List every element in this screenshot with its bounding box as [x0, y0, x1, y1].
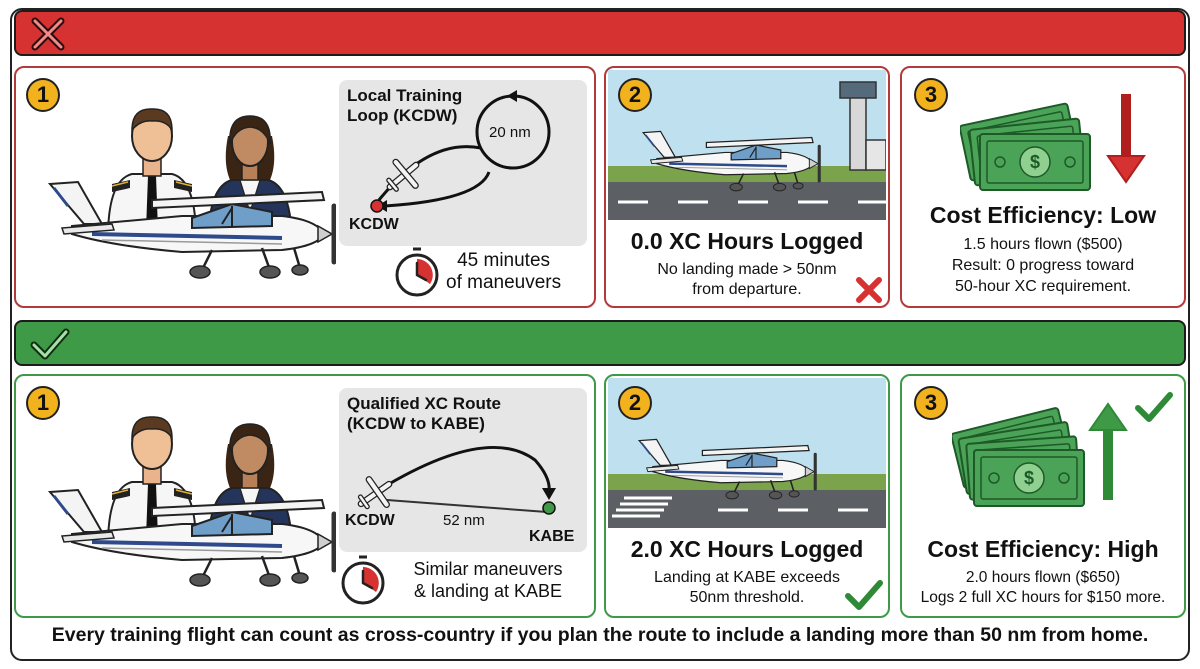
xc-hours-heading: 0.0 XC Hours Logged	[630, 228, 864, 254]
good-step1-panel: 1 Qualified XC Route (KCDW to KABE) KCDW…	[14, 374, 596, 618]
bad-example-banner	[14, 10, 1186, 56]
step-number-badge: 3	[914, 386, 948, 420]
step-number-badge: 2	[618, 78, 652, 112]
route-title: Qualified XC Route (KCDW to KABE)	[347, 394, 501, 433]
cost-efficiency-heading: Cost Efficiency: Low	[929, 202, 1157, 228]
local-loop-route-map: Local Training Loop (KCDW) 20 nm KCDW	[339, 80, 587, 246]
cost-efficiency-heading: Cost Efficiency: High	[927, 536, 1159, 562]
flight-duration-text: Similar maneuvers & landing at KABE	[413, 559, 563, 601]
pilots-with-airplane-illustration	[36, 107, 336, 303]
xc-hours-detail: Landing at KABE exceeds 50nm threshold.	[654, 569, 840, 606]
route-title: Local Training Loop (KCDW)	[347, 86, 463, 125]
pilots-with-airplane-illustration	[36, 415, 336, 611]
xc-hours-heading: 2.0 XC Hours Logged	[630, 536, 864, 562]
money-up-illustration	[952, 402, 1128, 507]
green-checkmark-icon	[1135, 392, 1173, 422]
footer-takeaway: Every training flight can count as cross…	[51, 624, 1149, 646]
bad-step1-panel: 1 Local Training Loop (KCDW) 20 nm KCDW …	[14, 66, 596, 308]
timer-icon	[341, 555, 385, 605]
loop-route-diagram	[370, 90, 551, 213]
loop-distance-label: 20 nm	[489, 124, 531, 141]
good-step3-panel: 3 Cost Efficiency: High 2.0 hours flown …	[900, 374, 1186, 618]
xc-route-map: Qualified XC Route (KCDW to KABE) KCDW 5…	[339, 388, 587, 552]
x-icon	[31, 17, 65, 51]
bad-step2-panel: 2 0.0 XC Hours Logged No landing made > …	[604, 66, 890, 308]
step-number-badge: 2	[618, 386, 652, 420]
good-example-banner	[14, 320, 1186, 366]
flight-duration-text: 45 minutes of maneuvers	[446, 250, 562, 293]
xc-hours-detail: No landing made > 50nm from departure.	[657, 261, 837, 298]
airplane-on-runway-illustration	[608, 378, 886, 528]
origin-airport-label: KCDW	[349, 216, 399, 233]
route-distance-label: 52 nm	[443, 512, 485, 529]
cost-efficiency-detail: 1.5 hours flown ($500) Result: 0 progres…	[951, 236, 1135, 295]
step-number-badge: 1	[26, 386, 60, 420]
bad-step3-panel: 3 Cost Efficiency: Low 1.5 hours flown (…	[900, 66, 1186, 308]
good-step2-panel: 2 2.0 XC Hours Logged Landing at KABE ex…	[604, 374, 890, 618]
xc-route-diagram	[339, 445, 556, 552]
airplane-on-runway-illustration	[608, 70, 886, 220]
timer-icon	[395, 247, 439, 297]
green-checkmark-icon	[845, 580, 883, 610]
destination-airport-label: KABE	[529, 528, 575, 545]
step-number-badge: 1	[26, 78, 60, 112]
cost-efficiency-detail: 2.0 hours flown ($650) Logs 2 full XC ho…	[920, 569, 1166, 606]
money-down-illustration	[960, 94, 1146, 191]
red-x-icon	[856, 277, 882, 303]
origin-airport-label: KCDW	[345, 512, 395, 529]
checkmark-icon	[30, 328, 70, 360]
step-number-badge: 3	[914, 78, 948, 112]
